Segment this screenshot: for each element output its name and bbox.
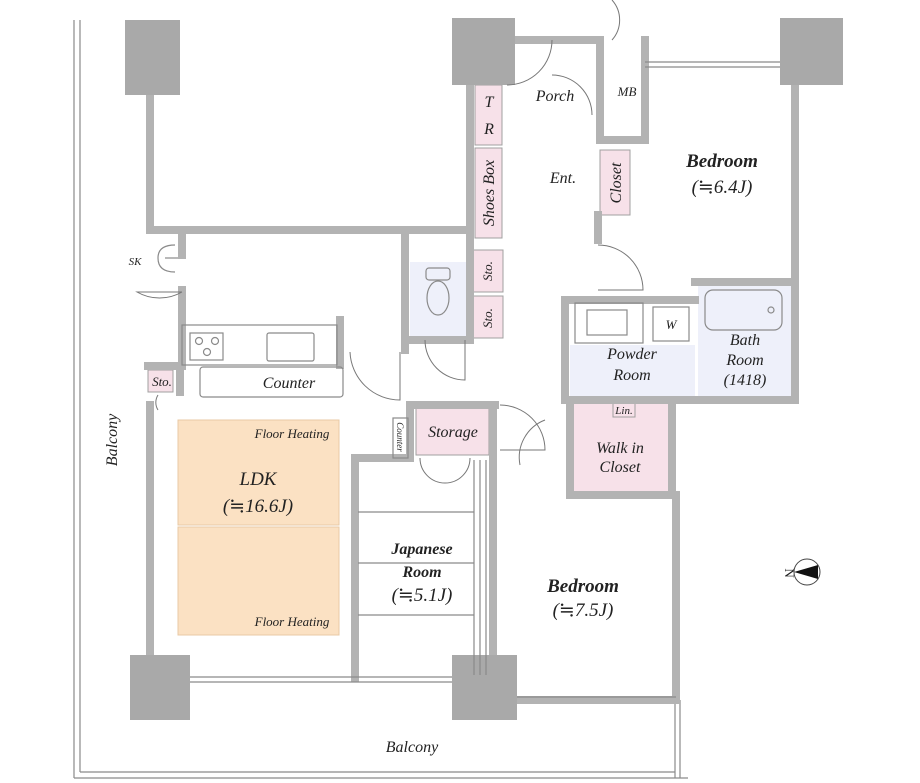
label-bath: Bath: [730, 332, 760, 349]
bathtub-icon: [704, 289, 783, 331]
label-kitchen-counter: Counter: [263, 375, 316, 392]
powder-room: [570, 345, 695, 400]
label-shoes-box: Shoes Box: [481, 160, 498, 226]
label-ldk-size: (≒16.6J): [223, 496, 293, 517]
column: [452, 655, 517, 720]
sink-icon: [574, 302, 644, 344]
label-balcony-south: Balcony: [386, 739, 439, 756]
floor-heating-zone-bottom: [177, 526, 340, 636]
closet: [599, 149, 631, 216]
label-bedroom-2-size: (≒7.5J): [553, 600, 614, 621]
label-floor-heating-bottom: Floor Heating: [254, 614, 330, 629]
label-closet: Closet: [608, 162, 625, 203]
label-wic-1: Walk in: [596, 440, 644, 457]
storage-sto-upper: [472, 249, 504, 293]
walls: [144, 36, 799, 704]
shoes-box: [474, 147, 503, 239]
label-linen: Lin.: [614, 405, 632, 417]
label-balcony-west: Balcony: [104, 413, 121, 466]
column: [130, 655, 190, 720]
toilet-icon: [425, 267, 451, 316]
label-bedroom-1-size: (≒6.4J): [692, 177, 753, 198]
label-bath-size: (1418): [724, 372, 767, 389]
column: [452, 18, 515, 85]
label-wic-2: Closet: [600, 459, 641, 476]
bath-room: [698, 286, 792, 398]
label-bedroom-2: Bedroom: [546, 576, 619, 597]
label-sk: SK: [129, 256, 143, 268]
label-entrance: Ent.: [549, 170, 576, 187]
column: [780, 18, 843, 85]
label-tr-t: T: [485, 94, 495, 111]
column: [125, 20, 180, 95]
label-floor-heating-top: Floor Heating: [254, 426, 330, 441]
label-powder-room: Room: [612, 367, 650, 384]
toilet-room: [410, 262, 468, 338]
label-japanese-size: (≒5.1J): [392, 585, 453, 606]
label-bath-room: Room: [725, 352, 763, 369]
label-storage: Storage: [428, 424, 478, 441]
tatami-lines: [358, 460, 487, 675]
floor-heating-zone-top: [177, 419, 340, 526]
small-counter: [392, 417, 409, 459]
label-ldk: LDK: [239, 469, 278, 490]
label-ldk-sto: Sto.: [152, 374, 172, 389]
label-small-counter: Counter: [395, 422, 405, 452]
balcony-outline: [73, 20, 688, 779]
label-japanese-1: Japanese: [390, 541, 452, 558]
label-sto-lower: Sto.: [480, 308, 495, 328]
label-japanese-2: Room: [401, 564, 441, 581]
washer-space: [652, 306, 690, 342]
slop-sink-icon: [157, 244, 178, 273]
north-compass-icon: N: [782, 558, 821, 586]
label-tr-r: R: [483, 121, 494, 138]
label-washer: W: [666, 317, 678, 332]
label-sto-upper: Sto.: [480, 261, 495, 281]
compass-label: N: [782, 568, 797, 578]
label-mb: MB: [617, 84, 637, 99]
kitchen-counter: [181, 324, 344, 398]
doors: [135, 0, 644, 484]
label-powder: Powder: [606, 346, 658, 363]
label-porch: Porch: [535, 88, 575, 105]
label-bedroom-1: Bedroom: [685, 151, 758, 172]
